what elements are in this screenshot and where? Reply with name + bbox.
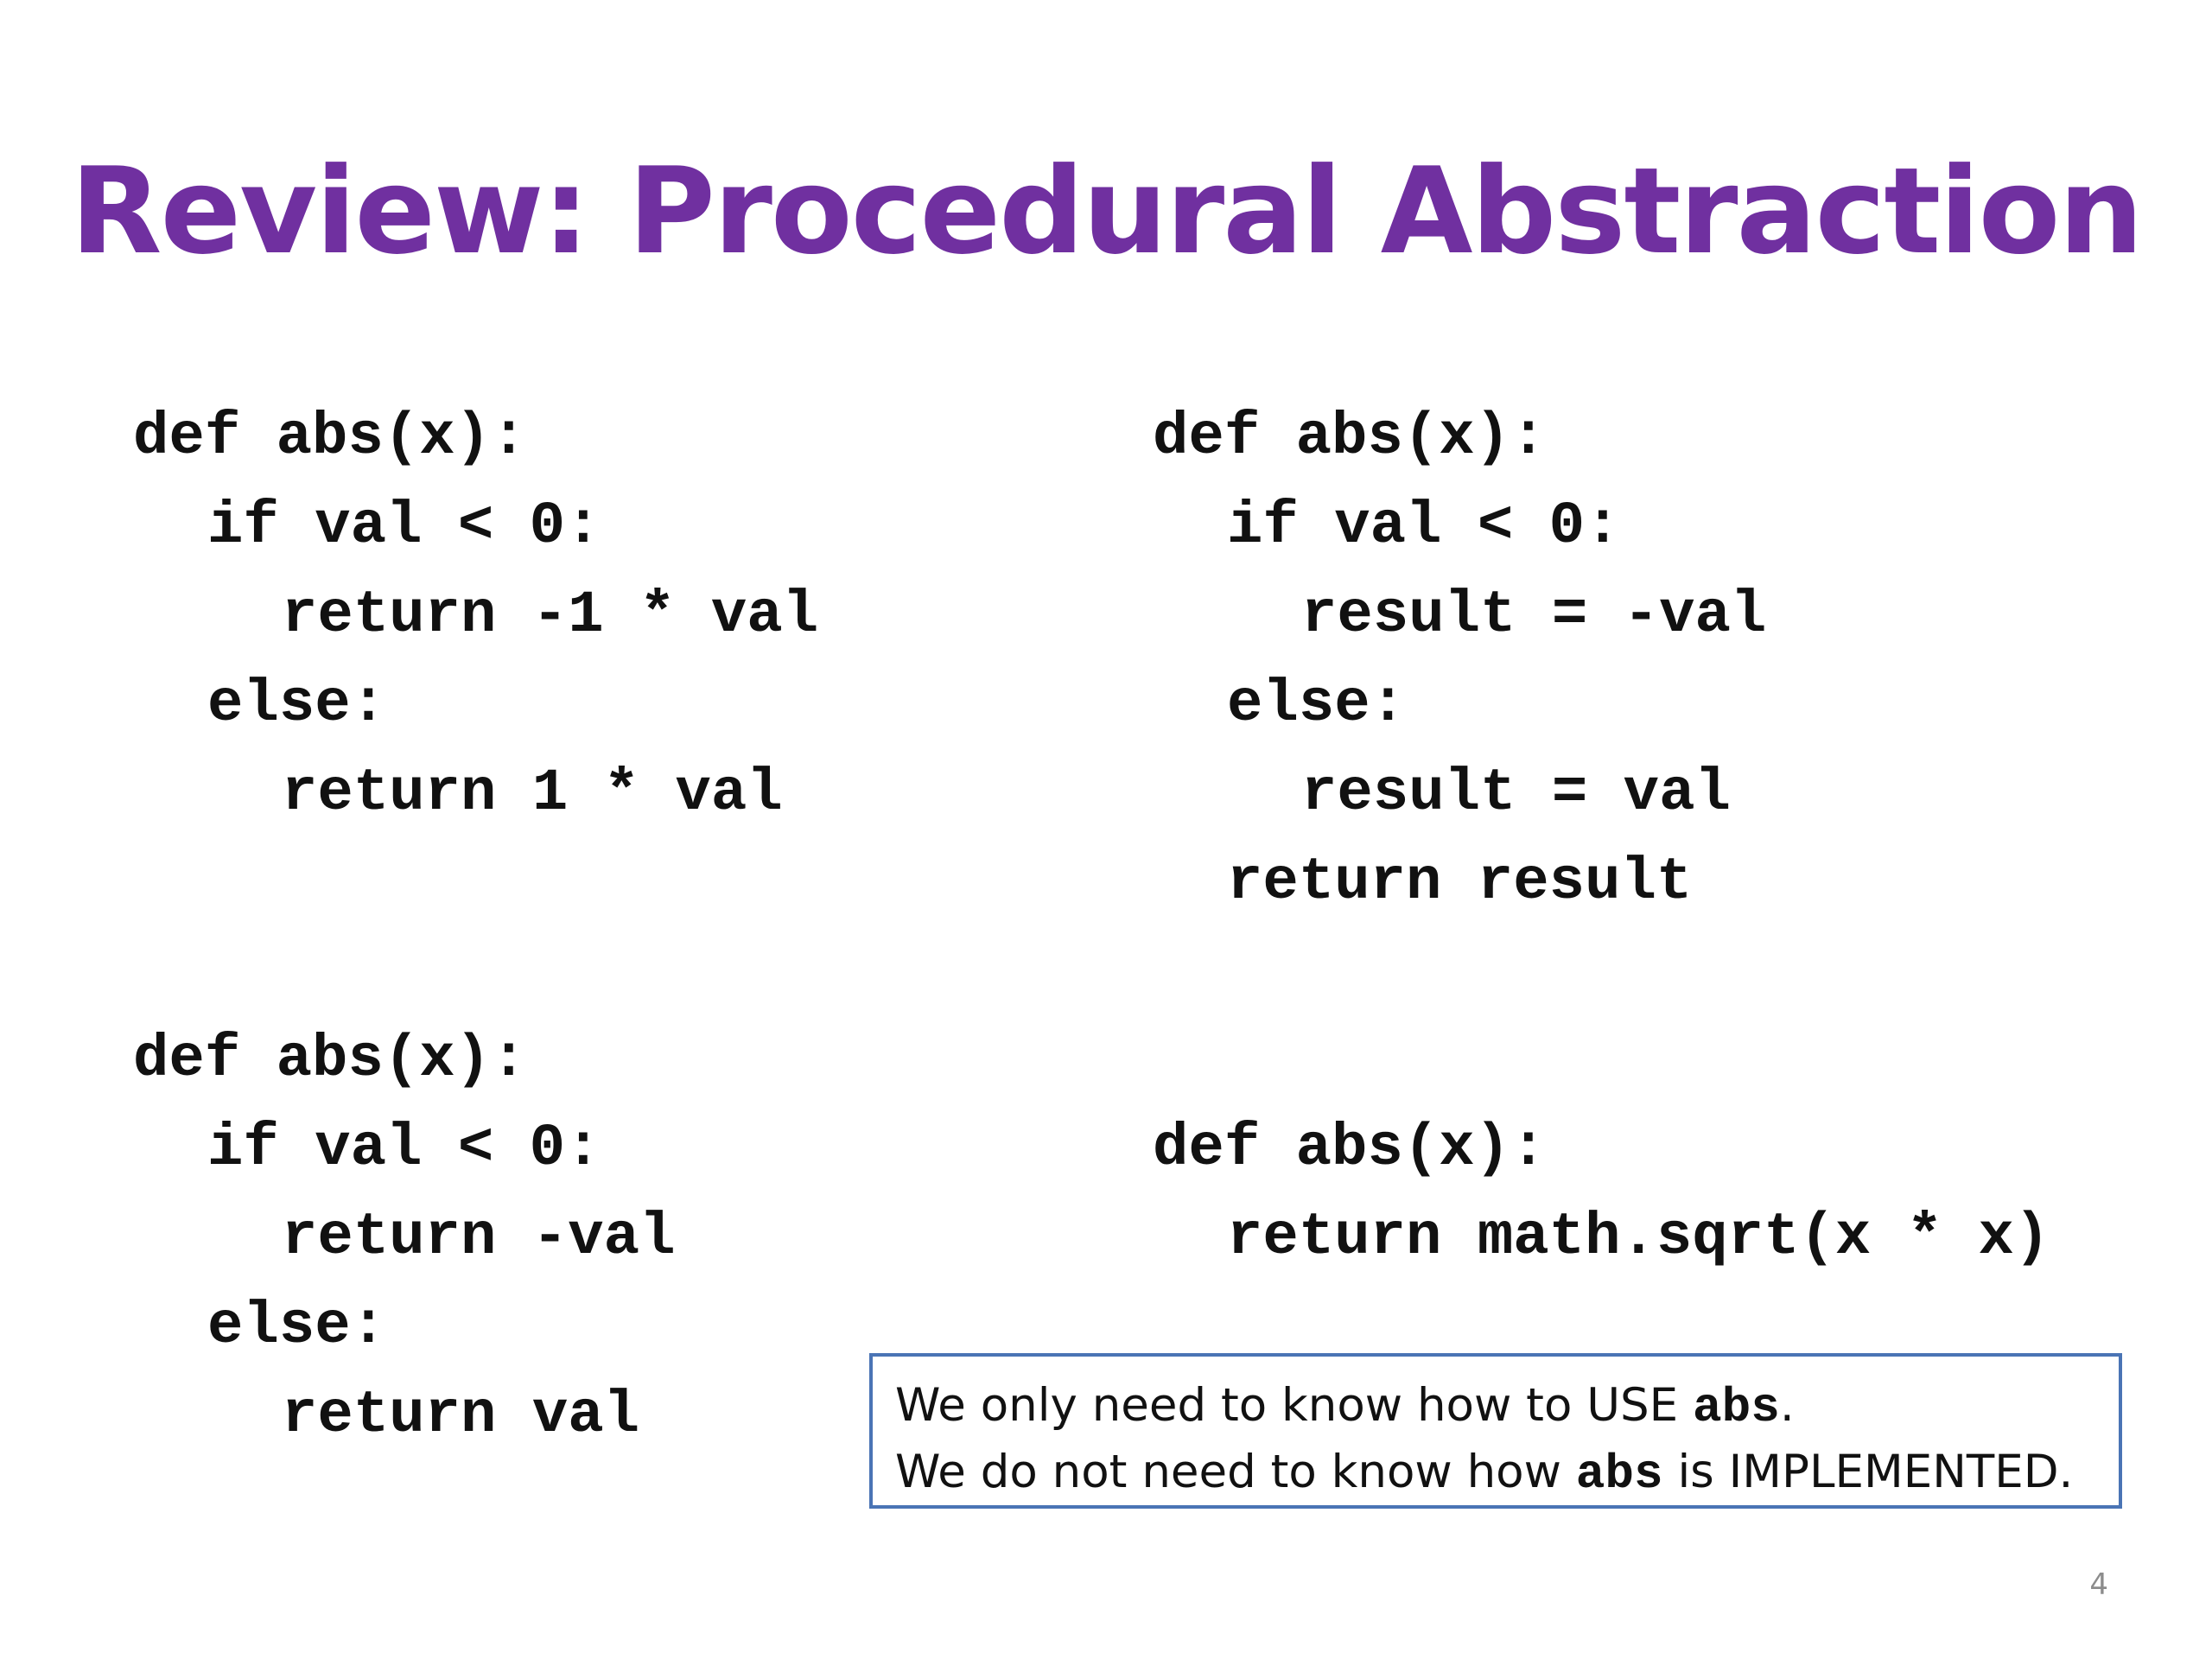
code-line: def abs(x): <box>1153 1115 1547 1182</box>
code-line: return 1 * val <box>282 760 783 827</box>
code-block-bottom-left: def abs(x): if val < 0: return -val else: re… <box>133 1015 675 1460</box>
code-line: else: <box>207 1293 387 1360</box>
note-box: We only need to know how to USE abs. We … <box>869 1353 2122 1509</box>
code-line: def abs(x): <box>133 404 527 471</box>
note-line-2-code: abs <box>1575 1446 1663 1502</box>
code-line: return result <box>1227 849 1693 916</box>
code-block-bottom-right: def abs(x): return math.sqrt(x * x) <box>1153 1104 2050 1282</box>
code-line: return math.sqrt(x * x) <box>1227 1204 2050 1271</box>
note-line-1-text-after: . <box>1779 1379 1795 1432</box>
code-block-top-left: def abs(x): if val < 0: return -1 * val els… <box>133 393 818 838</box>
code-line: result = val <box>1301 760 1731 827</box>
code-line: return -val <box>282 1204 676 1271</box>
code-line: return val <box>282 1382 640 1449</box>
code-line: if val < 0: <box>207 493 601 560</box>
page-number: 4 <box>2089 1567 2108 1602</box>
slide-title: Review: Procedural Abstraction <box>70 142 2143 281</box>
note-line-1-code: abs <box>1693 1380 1780 1435</box>
code-line: result = -val <box>1301 582 1767 649</box>
code-line: def abs(x): <box>133 1026 527 1093</box>
code-block-top-right: def abs(x): if val < 0: result = -val else:… <box>1153 393 1766 927</box>
code-line: if val < 0: <box>1227 493 1621 560</box>
code-line: return -1 * val <box>282 582 819 649</box>
note-line-2-text-after: is IMPLEMENTED. <box>1662 1446 2074 1498</box>
code-line: if val < 0: <box>207 1115 601 1182</box>
note-line-2: We do not need to know how abs is IMPLEM… <box>895 1439 2096 1505</box>
code-line: def abs(x): <box>1153 404 1547 471</box>
note-line-2-text-before: We do not need to know how <box>895 1446 1576 1498</box>
code-line: else: <box>207 671 387 738</box>
note-line-1: We only need to know how to USE abs. <box>895 1372 2096 1439</box>
code-line: else: <box>1227 671 1407 738</box>
note-line-1-text-before: We only need to know how to USE <box>895 1379 1693 1432</box>
